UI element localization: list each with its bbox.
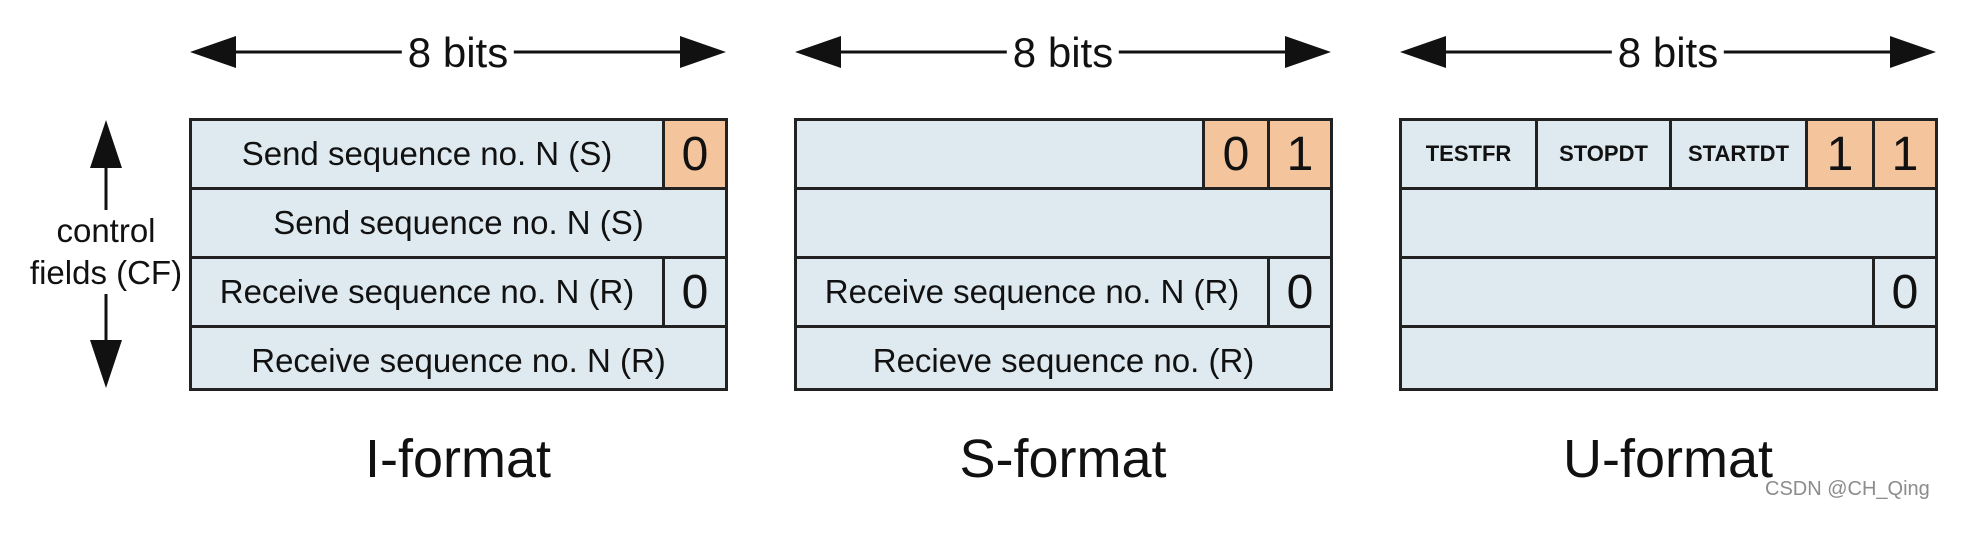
- u-format-frame: TESTFR STOPDT STARTDT 1 1 0: [1399, 118, 1938, 391]
- divider: [192, 325, 725, 328]
- divider: [1402, 256, 1935, 259]
- divider: [1402, 187, 1935, 190]
- u-format-bit: 1: [1805, 121, 1872, 187]
- width-label-i: 8 bits: [401, 28, 515, 78]
- s-format-title: S-format: [959, 429, 1167, 489]
- watermark: CSDN @CH_Qing: [1765, 478, 1930, 500]
- u-format-row-3: 0: [1402, 259, 1935, 325]
- s-format-bit: 0: [1267, 259, 1330, 325]
- send-seq-field: Send sequence no. N (S): [241, 135, 613, 172]
- s-format-row-4: Recieve sequence no. (R): [797, 328, 1330, 394]
- width-label-u: 8 bits: [1611, 28, 1725, 78]
- u-format-empty-field: [1402, 259, 1872, 325]
- i-format-row-4: Receive sequence no. N (R): [192, 328, 725, 394]
- receive-seq-field: Receive sequence no. N (R): [251, 342, 666, 379]
- divider: [797, 187, 1330, 190]
- divider: [192, 256, 725, 259]
- divider: [1402, 325, 1935, 328]
- u-format-bit: 0: [1872, 259, 1935, 325]
- s-format-empty-field: [797, 121, 1202, 187]
- control-fields-label-line2: fields (CF): [29, 254, 183, 291]
- startdt-field: STARTDT: [1669, 121, 1805, 187]
- u-format-row-2: [1402, 190, 1935, 256]
- receive-seq-field: Recieve sequence no. (R): [872, 342, 1255, 379]
- i-format-row-3: Receive sequence no. N (R) 0: [192, 259, 725, 325]
- i-format-row-1: Send sequence no. N (S) 0: [192, 121, 725, 187]
- control-fields-label: control fields (CF): [26, 210, 186, 294]
- i-format-frame: Send sequence no. N (S) 0 Send sequence …: [189, 118, 728, 391]
- control-fields-label-line1: control: [56, 212, 156, 249]
- s-format-row-2: [797, 190, 1330, 256]
- u-format-row-1: TESTFR STOPDT STARTDT 1 1: [1402, 121, 1935, 187]
- s-format-bit: 1: [1267, 121, 1330, 187]
- send-seq-field: Send sequence no. N (S): [273, 204, 644, 241]
- i-format-title: I-format: [364, 429, 552, 489]
- u-format-empty-field: [1402, 190, 1935, 256]
- testfr-field: TESTFR: [1425, 141, 1512, 166]
- divider: [797, 325, 1330, 328]
- s-format-empty-field: [797, 190, 1330, 256]
- i-format-row-2: Send sequence no. N (S): [192, 190, 725, 256]
- u-format-bit: 1: [1872, 121, 1935, 187]
- s-format-row-1: 0 1: [797, 121, 1330, 187]
- s-format-row-3: Receive sequence no. N (R) 0: [797, 259, 1330, 325]
- u-format-empty-field: [1402, 328, 1935, 394]
- receive-seq-field: Receive sequence no. N (R): [824, 273, 1240, 310]
- s-format-bit: 0: [1202, 121, 1267, 187]
- divider: [192, 187, 725, 190]
- divider: [797, 256, 1330, 259]
- i-format-bit: 0: [662, 259, 725, 325]
- u-format-title: U-format: [1562, 429, 1774, 489]
- s-format-frame: 0 1 Receive sequence no. N (R) 0 Recieve…: [794, 118, 1333, 391]
- u-format-row-4: [1402, 328, 1935, 394]
- width-label-s: 8 bits: [1006, 28, 1120, 78]
- stopdt-field: STOPDT: [1535, 121, 1669, 187]
- i-format-bit: 0: [662, 121, 725, 187]
- receive-seq-field: Receive sequence no. N (R): [219, 273, 635, 310]
